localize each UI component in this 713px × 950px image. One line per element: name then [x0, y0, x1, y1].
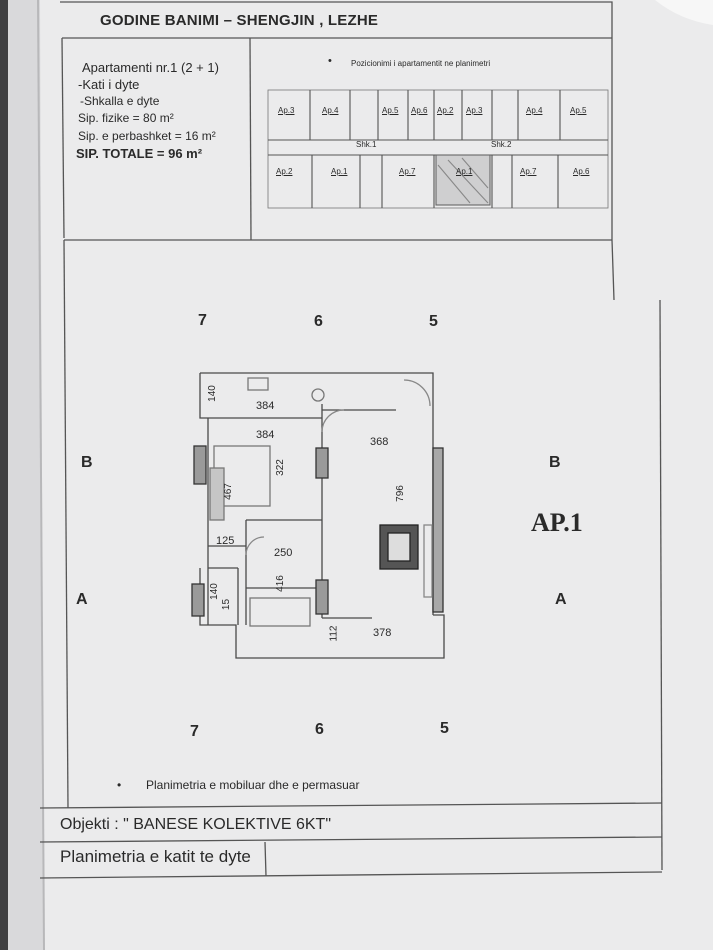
dimension-label: 416: [274, 575, 286, 592]
map-corridor-1: Shk.1: [356, 140, 377, 149]
axis-bottom-label: 7: [190, 723, 199, 740]
axis-top-label: 7: [198, 312, 207, 329]
apartment-label: AP.1: [531, 508, 583, 537]
dimension-label: 368: [370, 436, 389, 448]
dimension-label: 384: [256, 429, 275, 441]
apartment-name: Apartamenti nr.1 (2 + 1): [82, 60, 219, 75]
position-map-caption: Pozicionimi i apartamentit ne planimetri: [351, 59, 491, 68]
apartment-floor-plan: [191, 372, 445, 659]
axis-top-label: 6: [314, 313, 323, 330]
stair-label: -Shkalla e dyte: [80, 94, 160, 108]
map-unit-bottom: Ap.1: [331, 167, 348, 176]
dimension-label: 322: [274, 459, 286, 476]
document-title: GODINE BANIMI – SHENGJIN , LEZHE: [100, 12, 379, 29]
axis-bottom-label: 6: [315, 721, 324, 738]
map-unit-top: Ap.5: [382, 106, 399, 115]
axis-left-label: A: [76, 591, 88, 608]
dimension-label: 112: [328, 625, 340, 642]
physical-area: Sip. fizike = 80 m²: [78, 111, 174, 125]
map-unit-top: Ap.6: [411, 106, 428, 115]
map-unit-top: Ap.4: [526, 106, 543, 115]
map-unit-top: Ap.5: [570, 106, 587, 115]
axis-right-label: A: [555, 591, 567, 608]
dimension-label: 140: [206, 385, 218, 402]
plan-caption: Planimetria e mobiluar dhe e permasuar: [146, 778, 360, 792]
dimension-label: 796: [394, 485, 406, 502]
map-unit-bottom: Ap.7: [399, 167, 416, 176]
floor-label: -Kati i dyte: [78, 77, 140, 92]
map-unit-bottom: Ap.7: [520, 167, 537, 176]
map-unit-top: Ap.3: [278, 106, 295, 115]
dimension-label: 125: [216, 535, 235, 547]
position-map: [267, 89, 609, 209]
map-unit-top: Ap.2: [437, 106, 454, 115]
position-map-bullet: •: [328, 55, 332, 67]
object-line: Objekti : " BANESE KOLEKTIVE 6KT": [60, 816, 332, 833]
axis-right-label: B: [549, 454, 561, 471]
dimension-label: 467: [222, 483, 234, 500]
caption-bullet: •: [117, 778, 122, 792]
map-unit-top: Ap.4: [322, 106, 339, 115]
shared-area: Sip. e perbashket = 16 m²: [78, 129, 216, 143]
map-corridor-2: Shk.2: [491, 140, 512, 149]
dimension-label: 15: [221, 598, 233, 611]
axis-bottom-label: 5: [440, 720, 449, 737]
axis-top-label: 5: [429, 313, 438, 330]
dimension-label: 140: [208, 583, 220, 600]
dimension-label: 250: [274, 547, 293, 559]
map-unit-top: Ap.3: [466, 106, 483, 115]
dimension-label: 378: [373, 627, 392, 639]
map-unit-bottom: Ap.6: [573, 167, 590, 176]
floor-plan-title: Planimetria e katit te dyte: [60, 847, 251, 866]
axis-left-label: B: [81, 454, 93, 471]
dimension-label: 384: [256, 400, 275, 412]
map-unit-bottom-highlighted: Ap.1: [456, 167, 473, 176]
map-unit-bottom: Ap.2: [276, 167, 293, 176]
total-area: SIP. TOTALE = 96 m²: [76, 146, 203, 161]
